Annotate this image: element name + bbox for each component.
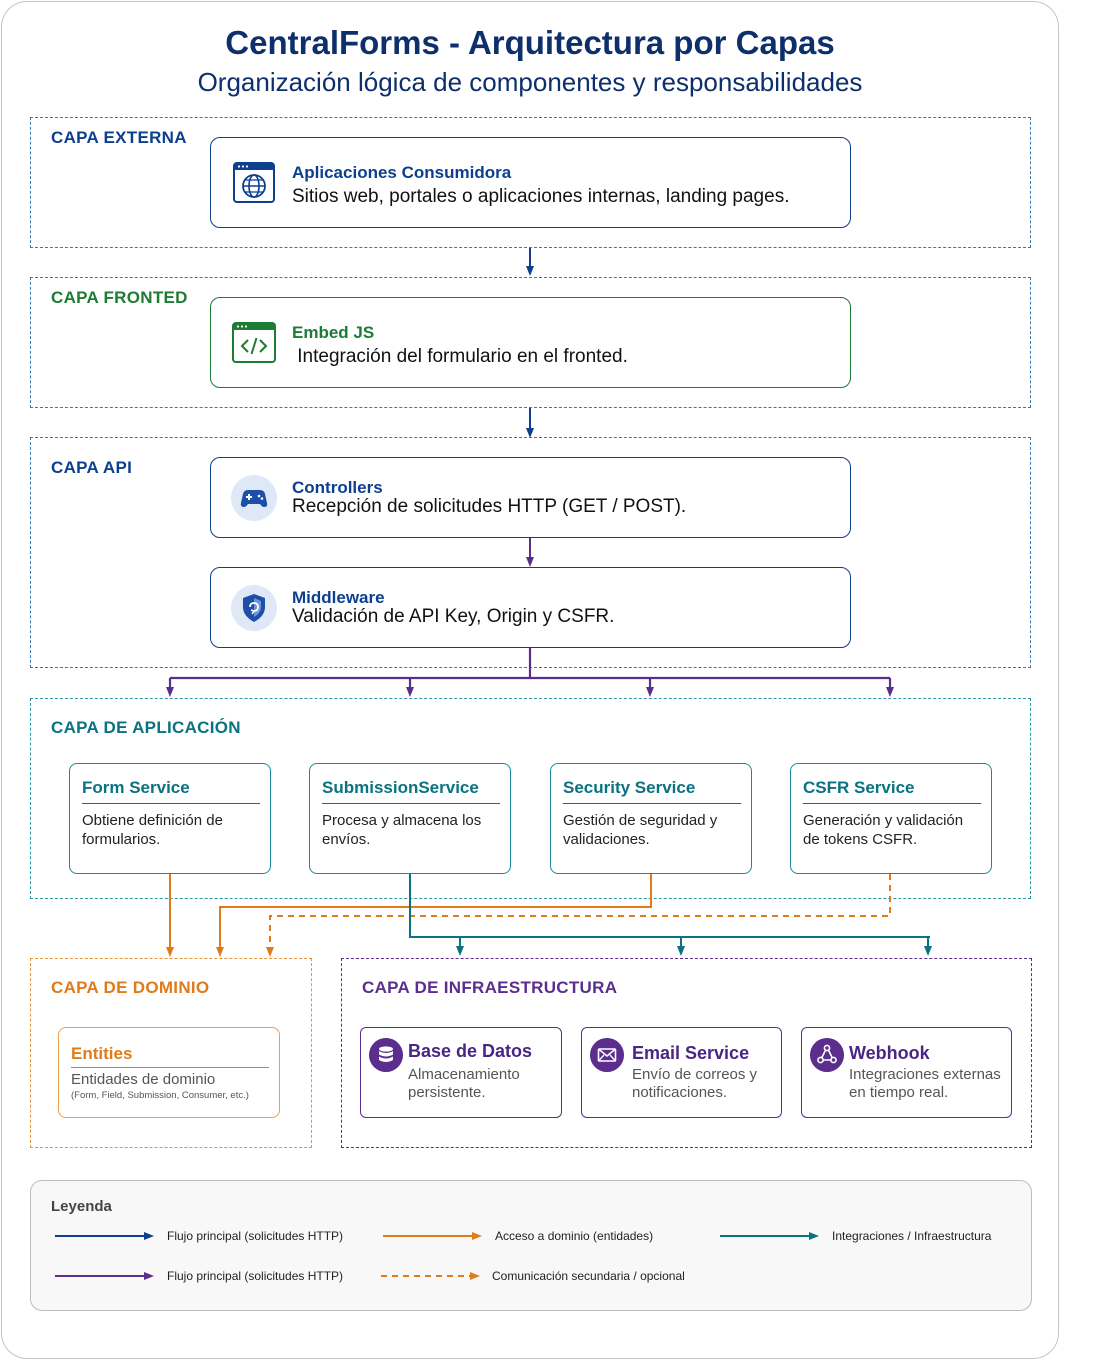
service-form[interactable]: Form Service Obtiene definición de formu… (69, 763, 271, 874)
shield-icon (231, 585, 277, 631)
code-window-icon (232, 322, 276, 363)
infra-email-desc: Envío de correos y notificaciones. (632, 1066, 758, 1101)
infra-email[interactable]: Email Service Envío de correos y notific… (581, 1027, 782, 1118)
service-form-desc: Obtiene definición de formularios. (82, 812, 223, 848)
service-csfr-title: CSFR Service (803, 778, 981, 804)
service-security-title: Security Service (563, 778, 741, 804)
layer-aplicacion-label: CAPA DE APLICACIÓN (51, 718, 241, 737)
card-controllers[interactable]: Controllers Recepción de solicitudes HTT… (210, 457, 851, 538)
card-middleware-title: Middleware (292, 588, 385, 607)
card-entities-desc: Entidades de dominio (71, 1071, 216, 1088)
card-embed-js[interactable]: Embed JS Integración del formulario en e… (210, 297, 851, 388)
browser-globe-icon (233, 162, 275, 203)
infra-webhook[interactable]: Webhook Integraciones externas en tiempo… (801, 1027, 1012, 1118)
service-security[interactable]: Security Service Gestión de seguridad y … (550, 763, 752, 874)
card-aplicaciones-consumidora[interactable]: Aplicaciones Consumidora Sitios web, por… (210, 137, 851, 228)
layer-infraestructura-label: CAPA DE INFRAESTRUCTURA (362, 978, 618, 997)
legend-label-4: Flujo principal (solicitudes HTTP) (167, 1269, 344, 1283)
infra-base-datos[interactable]: Base de Datos Almacenamiento persistente… (360, 1027, 562, 1118)
card-middleware-desc: Validación de API Key, Origin y CSFR. (292, 606, 615, 627)
legend-label-1: Flujo principal (solicitudes HTTP) (167, 1229, 344, 1243)
gamepad-icon (231, 475, 277, 521)
card-entities-title: Entities (71, 1044, 269, 1068)
infra-webhook-title: Webhook (849, 1043, 930, 1063)
service-security-desc: Gestión de seguridad y validaciones. (563, 812, 718, 848)
card-controllers-title: Controllers (292, 478, 383, 497)
legend: Leyenda Flujo principal (solicitudes HTT… (30, 1180, 1032, 1311)
layer-dominio-label: CAPA DE DOMINIO (51, 978, 210, 997)
infra-base-datos-title: Base de Datos (408, 1041, 533, 1061)
layer-api-label: CAPA API (51, 458, 133, 477)
service-submission-desc: Procesa y almacena los envíos. (322, 812, 482, 848)
legend-title: Leyenda (51, 1198, 112, 1215)
infra-base-datos-desc: Almacenamiento persistente. (408, 1066, 520, 1101)
card-aplicaciones-desc: Sitios web, portales o aplicaciones inte… (292, 186, 790, 207)
legend-swatches (55, 1232, 819, 1280)
layer-frontend: CAPA FRONTED (30, 277, 1031, 408)
page-subtitle: Organización lógica de componentes y res… (197, 67, 863, 97)
layer-frontend-label: CAPA FRONTED (51, 288, 188, 307)
service-form-title: Form Service (82, 778, 260, 804)
page-title: CentralForms - Arquitectura por Capas (225, 24, 835, 61)
layer-dominio: CAPA DE DOMINIO (30, 958, 312, 1148)
service-csfr-desc: Generación y validación de tokens CSFR. (803, 812, 964, 848)
legend-label-5: Comunicación secundaria / opcional (492, 1269, 685, 1283)
layer-externa: CAPA EXTERNA (30, 117, 1031, 248)
service-csfr[interactable]: CSFR Service Generación y validación de … (790, 763, 992, 874)
card-controllers-desc: Recepción de solicitudes HTTP (GET / POS… (292, 496, 687, 517)
service-submission[interactable]: SubmissionService Procesa y almacena los… (309, 763, 511, 874)
layer-infraestructura: CAPA DE INFRAESTRUCTURA (341, 958, 1032, 1148)
service-submission-title: SubmissionService (322, 778, 500, 804)
legend-label-2: Acceso a dominio (entidades) (495, 1229, 654, 1243)
infra-webhook-desc: Integraciones externas en tiempo real. (849, 1066, 1001, 1101)
card-entities[interactable]: Entities Entidades de dominio (Form, Fie… (58, 1027, 280, 1118)
database-icon (369, 1038, 403, 1072)
card-entities-detail: (Form, Field, Submission, Consumer, etc.… (71, 1090, 249, 1101)
webhook-icon (810, 1038, 844, 1072)
card-embed-desc: Integración del formulario en el fronted… (292, 346, 628, 367)
infra-email-title: Email Service (632, 1043, 750, 1063)
card-aplicaciones-title: Aplicaciones Consumidora (292, 163, 512, 182)
card-middleware[interactable]: Middleware Validación de API Key, Origin… (210, 567, 851, 648)
layer-externa-label: CAPA EXTERNA (51, 128, 187, 147)
envelope-icon (590, 1038, 624, 1072)
legend-label-3: Integraciones / Infraestructura (832, 1229, 992, 1243)
card-embed-title: Embed JS (292, 323, 375, 342)
